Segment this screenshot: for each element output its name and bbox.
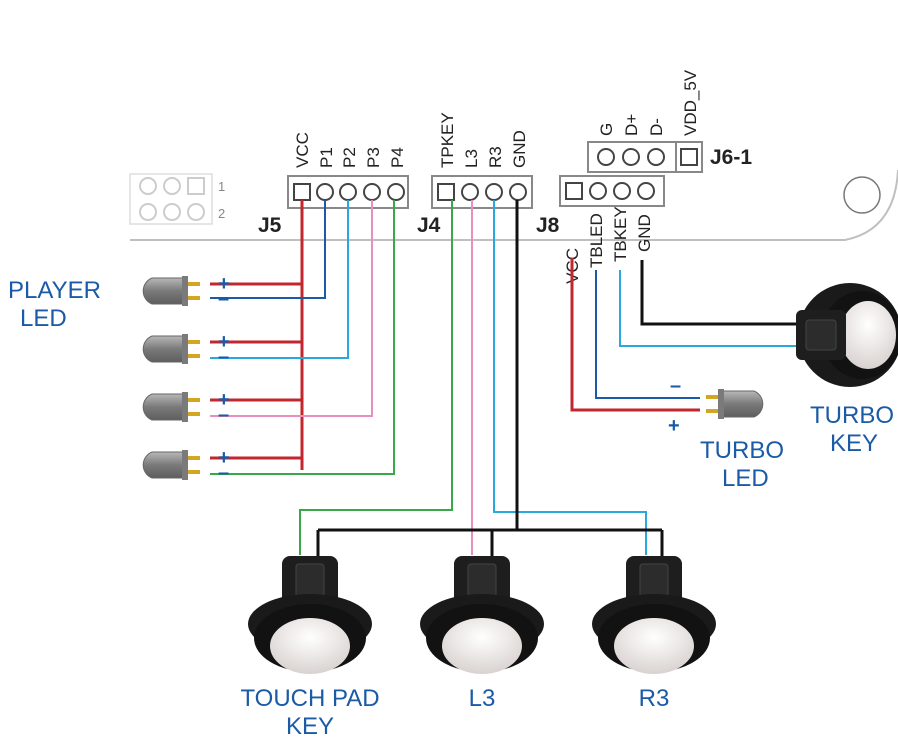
turbo-led-minus: – — [670, 375, 681, 397]
j6-pin-g: G — [597, 123, 616, 136]
player-led-caption-line1: PLAYER — [8, 277, 101, 304]
plus-sign: + — [218, 389, 230, 411]
player-led-polarity: + – + – + – + – — [218, 273, 230, 484]
connector-j4: TPKEY L3 R3 GND J4 — [417, 112, 533, 237]
j8-label: J8 — [536, 214, 560, 237]
l3-caption: L3 — [469, 685, 496, 712]
pcb-edge — [130, 169, 898, 241]
touch-pad-key-caption-line1: TOUCH PAD — [240, 685, 379, 712]
j6-pin-vdd: VDD_5V — [681, 69, 700, 136]
turbo-led — [705, 388, 764, 420]
plus-sign: + — [218, 447, 230, 469]
connector-j6-1: G D+ D- VDD_5V J6-1 — [587, 69, 752, 173]
player-led-2 — [142, 333, 201, 365]
turbo-key-caption-line2: KEY — [830, 430, 878, 457]
wires-player-leds — [210, 200, 395, 475]
plus-sign: + — [218, 273, 230, 295]
j6-label: J6-1 — [710, 146, 752, 169]
j4-pin-tpkey: TPKEY — [438, 112, 457, 168]
turbo-led-caption-line2: LED — [722, 465, 769, 492]
j8-pin-tbkey: TBKEY — [611, 206, 630, 262]
j5-pin-p3: P3 — [364, 147, 383, 168]
turbo-key-caption-line1: TURBO — [810, 402, 894, 429]
r3-button — [591, 555, 717, 675]
mounting-hole — [843, 176, 881, 214]
connector-j5: VCC P1 P2 P3 P4 J5 — [258, 132, 409, 237]
j8-pin-tbled: TBLED — [587, 213, 606, 268]
player-led-4 — [142, 449, 201, 481]
touch-pad-key-button — [247, 555, 373, 675]
wires-buttons — [299, 200, 664, 558]
player-led-1 — [142, 275, 201, 307]
j5-pin-p1: P1 — [317, 147, 336, 168]
minus-sign: – — [218, 462, 229, 484]
j4-pin-l3: L3 — [462, 149, 481, 168]
wires-turbo — [570, 258, 800, 412]
j4-pin-r3: R3 — [486, 146, 505, 168]
minus-sign: – — [218, 288, 229, 310]
turbo-key-button — [796, 283, 898, 387]
player-led-caption-line2: LED — [20, 305, 67, 332]
plus-sign: + — [218, 331, 230, 353]
j6-pin-dplus: D+ — [622, 114, 641, 136]
j6-pin-dminus: D- — [647, 118, 666, 136]
j8-pin-gnd: GND — [635, 214, 654, 252]
j5-pin-p4: P4 — [388, 147, 407, 168]
minus-sign: – — [218, 404, 229, 426]
player-led-3 — [142, 391, 201, 423]
turbo-led-plus: + — [668, 415, 680, 437]
conn-pin-2: 2 — [218, 206, 225, 221]
j4-label: J4 — [417, 214, 441, 237]
j5-label: J5 — [258, 214, 282, 237]
j4-pin-gnd: GND — [510, 130, 529, 168]
turbo-led-caption-line1: TURBO — [700, 437, 784, 464]
j5-pin-vcc: VCC — [293, 132, 312, 168]
connector-j8: J8 VCC TBLED TBKEY GND — [536, 175, 665, 284]
touch-pad-key-caption-line2: KEY — [286, 713, 334, 740]
j5-pin-p2: P2 — [340, 147, 359, 168]
conn-pin-1: 1 — [218, 179, 225, 194]
minus-sign: – — [218, 346, 229, 368]
connector-unlabeled: 1 2 — [129, 173, 225, 225]
r3-caption: R3 — [639, 685, 670, 712]
l3-button — [419, 555, 545, 675]
